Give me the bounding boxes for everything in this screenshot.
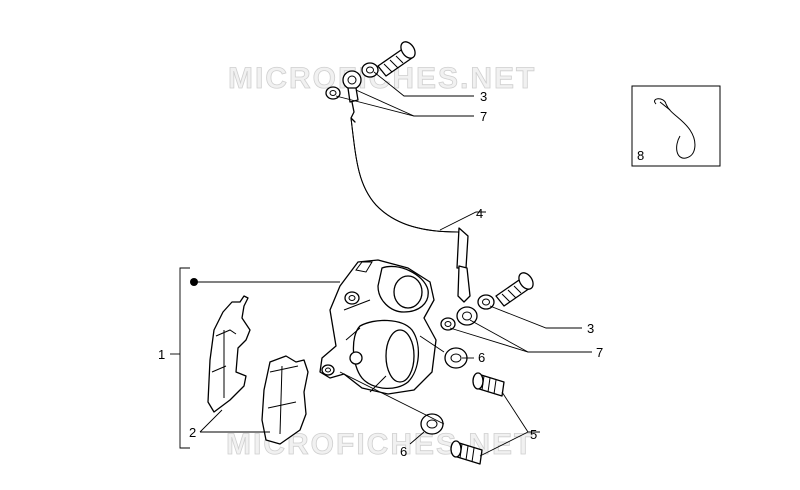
brake-caliper (319, 259, 437, 395)
inset-box (631, 85, 721, 167)
top-banjo-bolt (377, 41, 416, 77)
mount-bolt-lower (450, 440, 483, 465)
lower-banjo-bolt (495, 272, 534, 307)
callout-2: 2 (189, 425, 196, 440)
callout-7-mid: 7 (596, 345, 603, 360)
callout-5: 5 (530, 427, 537, 442)
brake-hose (350, 101, 471, 303)
top-banjo-fitting (342, 70, 362, 103)
mount-bolt-upper (472, 372, 505, 397)
top-washer-outer (361, 62, 379, 78)
callout-7-top: 7 (480, 109, 487, 124)
lower-banjo-fitting (456, 306, 478, 326)
top-washer-inner (325, 86, 341, 100)
callout-1: 1 (158, 347, 165, 362)
brake-pad-front (261, 355, 309, 445)
mount-washer-lower (420, 413, 444, 435)
lower-washer-inner (440, 317, 456, 331)
callout-8: 8 (637, 148, 644, 163)
callout-3-mid: 3 (587, 321, 594, 336)
brake-pad-rear (207, 295, 251, 413)
lower-washer-outer (477, 294, 495, 310)
callout-6-mid: 6 (478, 350, 485, 365)
leader-lines (170, 71, 592, 457)
callout-3-top: 3 (480, 89, 487, 104)
callout-4: 4 (476, 206, 483, 221)
callout-6-bottom: 6 (400, 444, 407, 459)
